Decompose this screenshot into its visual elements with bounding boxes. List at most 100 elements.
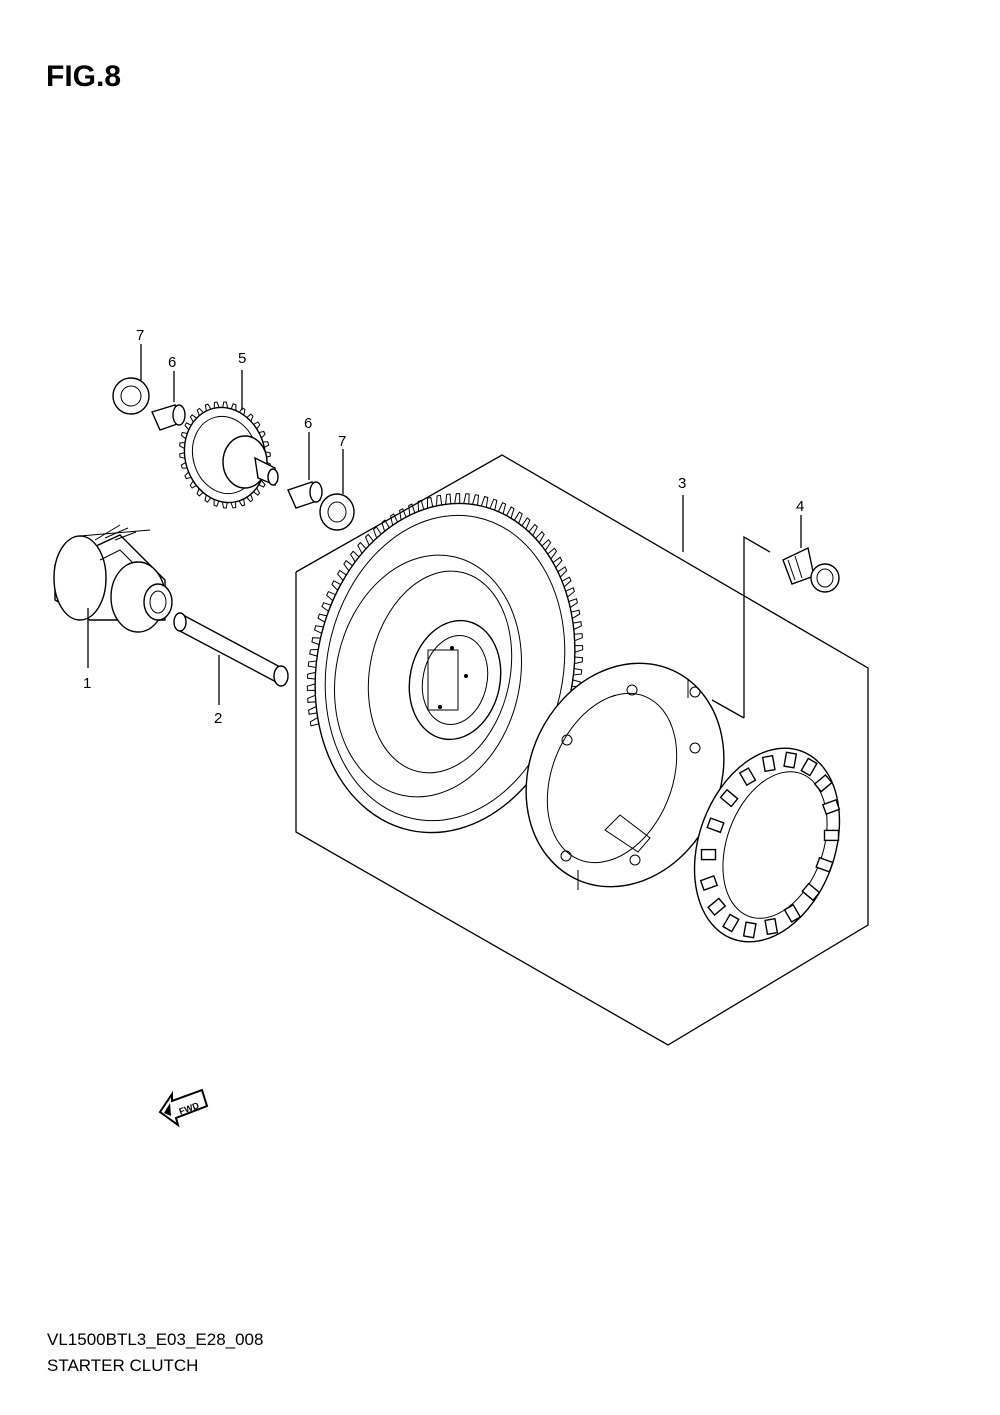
- figure-caption: STARTER CLUTCH: [47, 1356, 199, 1375]
- gear-tooth: [321, 602, 332, 612]
- callout-4: 4: [796, 498, 804, 515]
- roller-cell: [699, 875, 719, 891]
- gear-tooth: [314, 625, 324, 634]
- figure-title: FIG.8: [46, 60, 122, 93]
- gear-tooth: [480, 496, 489, 508]
- roller-cell: [800, 757, 818, 777]
- gear-tooth: [436, 494, 443, 506]
- idle-gear-tooth: [179, 452, 186, 459]
- gear-tooth: [390, 513, 398, 526]
- callout-1: 1: [83, 675, 91, 692]
- gear-tooth: [317, 613, 328, 623]
- roller-cell: [815, 856, 834, 873]
- callout-6-left: 6: [168, 354, 176, 371]
- gear-tooth: [454, 493, 461, 504]
- idle-gear-tooth: [258, 430, 266, 439]
- shaft: [173, 612, 289, 687]
- idle-gear-tooth: [213, 401, 220, 409]
- gear-tooth: [306, 683, 316, 691]
- roller-cell: [821, 799, 841, 815]
- idle-gear-tooth: [222, 401, 229, 409]
- idle-gear-tooth: [184, 471, 192, 480]
- callout-3: 3: [678, 475, 686, 492]
- gear-tooth: [445, 493, 452, 505]
- idle-gear-tooth: [189, 480, 197, 489]
- gear-tooth: [513, 511, 523, 524]
- gear-tooth: [399, 507, 407, 520]
- gear-tooth: [574, 633, 583, 642]
- callout-7-right: 7: [338, 433, 346, 450]
- starter-idle-gear: [53, 524, 173, 633]
- callout-7-left: 7: [136, 327, 144, 344]
- gear-tooth: [309, 717, 319, 727]
- gear-tooth: [472, 494, 480, 506]
- gear-tooth: [364, 533, 374, 546]
- gear-tooth: [521, 517, 531, 530]
- gear-tooth: [331, 580, 341, 591]
- idle-gear-tooth: [230, 403, 237, 411]
- gear-tooth: [417, 499, 425, 512]
- roller-cell: [783, 751, 798, 769]
- idle-gear-tooth: [238, 498, 246, 507]
- callout-5: 5: [238, 350, 246, 367]
- gear-tooth: [552, 556, 563, 569]
- gear-tooth: [506, 506, 515, 519]
- roller-cell: [761, 754, 776, 773]
- starter-driven-gear: [306, 493, 584, 834]
- idle-gear-tooth: [184, 422, 192, 431]
- gear-tooth: [557, 566, 568, 578]
- roller-cell: [706, 817, 725, 834]
- gear-tooth: [565, 587, 575, 598]
- washer-left: [112, 377, 150, 415]
- gear-tooth: [336, 569, 347, 581]
- gear-tooth: [528, 523, 538, 536]
- gear-tooth: [326, 590, 336, 602]
- bushing-right: [287, 481, 323, 509]
- gear-tooth: [571, 609, 581, 619]
- gear-tooth: [535, 530, 545, 544]
- idle-gear-tooth: [246, 413, 254, 422]
- gear-tooth: [568, 598, 578, 609]
- idle-gear-tooth: [262, 441, 270, 448]
- gear-tooth: [306, 671, 316, 680]
- idle-gear-tooth: [179, 442, 186, 449]
- roller-cell: [783, 903, 802, 923]
- roller-cell: [719, 788, 739, 808]
- callout-6-right: 6: [304, 415, 312, 432]
- idle-gear-tooth: [238, 407, 246, 416]
- idle-gear-tooth: [196, 407, 204, 416]
- gear-tooth: [497, 502, 507, 514]
- idle-gear-tooth: [189, 414, 197, 423]
- roller-cell: [823, 829, 840, 842]
- roller-cell: [801, 882, 821, 902]
- callout-2: 2: [214, 710, 222, 727]
- gear-tooth: [573, 668, 583, 676]
- leader-lines: [87, 344, 802, 705]
- model-code: VL1500BTL3_E03_E28_008: [47, 1330, 264, 1349]
- gear-tooth: [308, 706, 318, 715]
- idle-gear-tooth: [230, 501, 237, 509]
- idle-gear-tooth: [204, 494, 212, 503]
- roller-cell: [738, 767, 757, 787]
- gear-tooth: [547, 547, 558, 560]
- roller-cell: [813, 773, 833, 793]
- gear-tooth: [372, 526, 382, 539]
- gear-tooth: [357, 541, 367, 554]
- roller-cell: [764, 917, 779, 936]
- idle-gear-tooth: [246, 494, 254, 503]
- idle-gear-tooth: [264, 451, 271, 458]
- idle-gear-tooth: [253, 421, 261, 430]
- gear-tooth: [307, 660, 317, 668]
- gear-tooth: [574, 656, 584, 665]
- gear-tooth: [561, 576, 572, 588]
- roller-cell: [742, 921, 757, 939]
- idle-gear-double: [179, 401, 279, 509]
- gear-tooth: [574, 645, 584, 653]
- gear-tooth: [427, 496, 434, 509]
- idle-gear-tooth: [258, 479, 266, 488]
- idle-gear-tooth: [180, 431, 188, 440]
- idle-gear-tooth: [180, 462, 188, 469]
- gear-tooth: [541, 538, 552, 551]
- gear-tooth: [489, 498, 498, 511]
